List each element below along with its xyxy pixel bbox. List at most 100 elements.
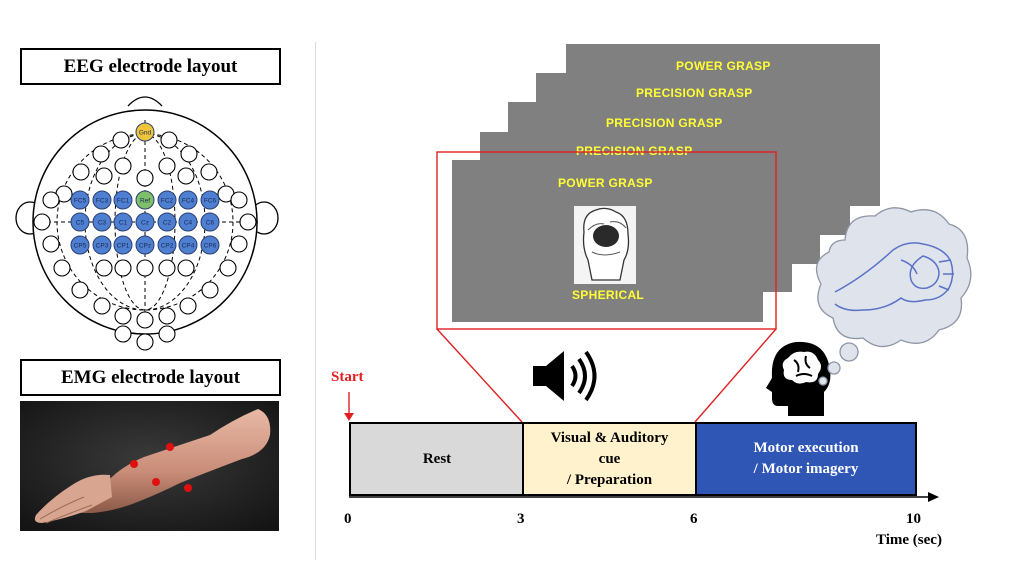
eeg-electrode-label: FC5 <box>74 198 87 205</box>
eeg-electrode-label: FC2 <box>161 198 174 205</box>
start-arrow-head <box>344 413 354 421</box>
emg-electrode <box>166 443 174 451</box>
eeg-electrode: CPz <box>135 235 155 255</box>
eeg-electrode-label: CP1 <box>117 243 130 250</box>
eeg-electrode-unused <box>53 259 71 277</box>
timeline-segment-motor: Motor execution / Motor imagery <box>695 422 917 496</box>
time-axis-arrowhead <box>928 492 939 502</box>
eeg-electrode: CP5 <box>70 235 90 255</box>
cue-screen-front: POWER GRASP SPHERICAL <box>452 160 763 322</box>
eeg-electrode-unused <box>136 169 154 187</box>
fist-hand-icon <box>574 206 636 284</box>
eeg-electrode-unused <box>42 191 60 209</box>
eeg-electrode-unused <box>42 235 60 253</box>
tick-label: 6 <box>690 511 698 527</box>
eeg-electrode-unused <box>136 333 154 351</box>
eeg-electrode-unused <box>230 235 248 253</box>
eeg-title: EEG electrode layout <box>63 55 238 77</box>
eeg-electrode-label: C5 <box>76 220 85 227</box>
tick-label: 3 <box>517 511 525 527</box>
eeg-electrode-label: CP4 <box>182 243 195 250</box>
eeg-electrode: CP4 <box>178 235 198 255</box>
eeg-electrode-unused <box>160 131 178 149</box>
time-axis-label: Time (sec) <box>876 532 942 548</box>
eeg-electrode: CP2 <box>157 235 177 255</box>
eeg-electrode: C4 <box>178 212 198 232</box>
eeg-electrode: C3 <box>92 212 112 232</box>
eeg-electrode: FC5 <box>70 190 90 210</box>
eeg-electrode-unused <box>219 259 237 277</box>
eeg-ground-electrode: Gnd <box>135 122 155 142</box>
eeg-electrode-label: C3 <box>98 220 107 227</box>
eeg-electrode-label: CP2 <box>161 243 174 250</box>
eeg-electrode-unused <box>136 311 154 329</box>
eeg-electrode-label: C2 <box>163 220 172 227</box>
eeg-white-electrodes <box>33 131 257 351</box>
eeg-electrode: CP1 <box>113 235 133 255</box>
eeg-electrode-label: FC3 <box>96 198 109 205</box>
eeg-electrode: FC4 <box>178 190 198 210</box>
eeg-electrode-unused <box>114 157 132 175</box>
cue-screen-label: PRECISION GRASP <box>576 144 693 158</box>
thought-bubble-hand-icon <box>815 207 972 386</box>
emg-title-box: EMG electrode layout <box>20 359 281 396</box>
eeg-electrode-unused <box>93 297 111 315</box>
eeg-electrode-unused <box>95 167 113 185</box>
eeg-electrode-unused <box>33 213 51 231</box>
cue-screen-label: PRECISION GRASP <box>606 116 723 130</box>
eeg-electrode-unused <box>72 163 90 181</box>
eeg-electrode-unused <box>179 297 197 315</box>
eeg-electrode: FC1 <box>113 190 133 210</box>
eeg-electrode: C5 <box>70 212 90 232</box>
eeg-electrode: Cz <box>135 212 155 232</box>
eeg-electrode-label: FC4 <box>182 198 195 205</box>
eeg-electrode-unused <box>114 307 132 325</box>
tick-label: 10 <box>906 511 921 527</box>
eeg-electrode: CP6 <box>200 235 220 255</box>
emg-electrode <box>130 460 138 468</box>
segment-motor-text: Motor execution / Motor imagery <box>753 440 859 477</box>
eeg-electrode-unused <box>180 145 198 163</box>
eeg-electrode-unused <box>177 167 195 185</box>
eeg-electrode: C2 <box>157 212 177 232</box>
eeg-electrode-unused <box>92 145 110 163</box>
eeg-electrode-unused <box>177 259 195 277</box>
eeg-electrode-unused <box>201 281 219 299</box>
eeg-electrode: C6 <box>200 212 220 232</box>
eeg-electrode: CP3 <box>92 235 112 255</box>
eeg-electrode-label: CP3 <box>96 243 109 250</box>
eeg-electrode-label: Ref <box>140 198 150 205</box>
speaker-icon <box>533 350 597 402</box>
timeline-segment-cue: Visual & Auditory cue / Preparation <box>522 422 697 496</box>
panel-divider <box>315 42 316 560</box>
eeg-electrode-unused <box>158 157 176 175</box>
segment-cue-text: Visual & Auditory cue / Preparation <box>550 429 669 488</box>
eeg-electrode-unused <box>239 213 257 231</box>
eeg-electrode-label: FC1 <box>117 198 130 205</box>
emg-title: EMG electrode layout <box>60 366 241 388</box>
eeg-electrode-unused <box>158 307 176 325</box>
head-brain-icon <box>766 341 831 416</box>
eeg-electrode-unused <box>230 191 248 209</box>
timeline-segment-rest: Rest <box>349 422 525 496</box>
emg-electrode <box>184 484 192 492</box>
eeg-electrode-unused <box>112 131 130 149</box>
eeg-electrode-label: C6 <box>206 220 215 227</box>
tick-label: 0 <box>344 511 352 527</box>
eeg-electrode-unused <box>136 259 154 277</box>
eeg-electrode: FC6 <box>200 190 220 210</box>
eeg-electrode-unused <box>200 163 218 181</box>
segment-rest-text: Rest <box>422 450 452 467</box>
cue-screen-title: POWER GRASP <box>558 176 653 190</box>
eeg-electrode-label: C4 <box>184 220 193 227</box>
eeg-electrode-label: Cz <box>141 220 149 227</box>
start-label: Start <box>331 369 364 385</box>
eeg-electrode: C1 <box>113 212 133 232</box>
eeg-electrode-unused <box>158 259 176 277</box>
eeg-title-box: EEG electrode layout <box>20 48 281 85</box>
cue-screen-subtitle: SPHERICAL <box>572 288 645 302</box>
eeg-ref-electrode: Ref <box>135 190 155 210</box>
eeg-electrode: FC3 <box>92 190 112 210</box>
